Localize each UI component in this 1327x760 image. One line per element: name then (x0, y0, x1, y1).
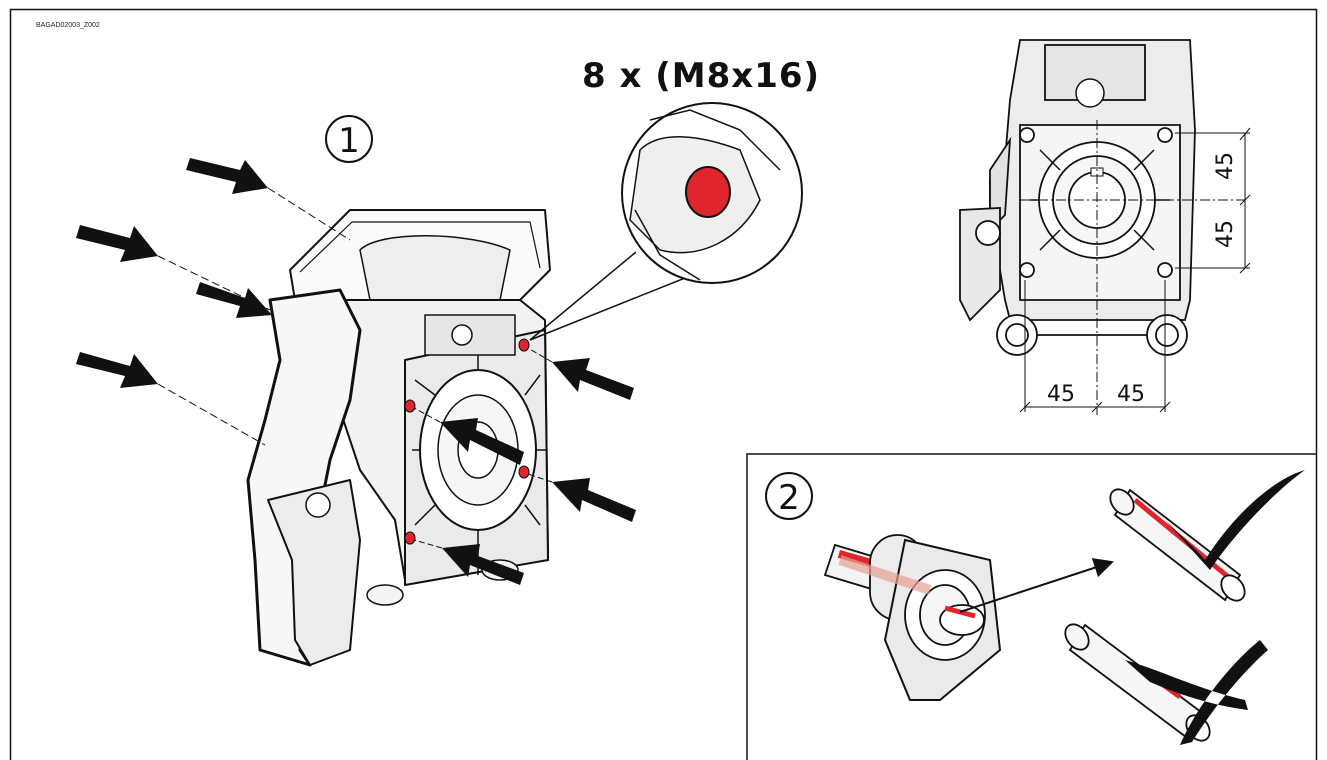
centre-lines (1020, 120, 1245, 415)
bolt-detail-callout (529, 102, 803, 341)
arrow-icon (196, 282, 272, 318)
bolt-hole-right-lower (518, 465, 530, 479)
arrow-icon (76, 352, 158, 388)
step-2-circle (765, 472, 813, 520)
shaft-hub-illustration (823, 534, 1002, 701)
step-2-number: 2 (778, 478, 800, 518)
arrow-icon (186, 158, 268, 194)
arrow-icon (442, 544, 524, 585)
cross-icon (1125, 640, 1268, 745)
checkmark-icon (1165, 470, 1305, 570)
gfa-logo (1075, 78, 1105, 108)
drawing-reference: BAGAD02003_Z002 (36, 22, 100, 29)
arrow-icon (552, 358, 634, 400)
bolt-hole-left-upper (404, 399, 416, 413)
flange-dimension-view (959, 39, 1196, 356)
bolt-arrows-left (76, 158, 351, 446)
bolt-hole-markers (404, 338, 530, 545)
bolt-hole-detail (685, 166, 731, 218)
dimension-vertical-upper: 45 (1213, 152, 1238, 180)
arrow-icon (440, 418, 524, 465)
arrow-icon (76, 225, 158, 262)
outer-border (9, 8, 1318, 760)
step-1-number: 1 (338, 121, 360, 161)
dimension-vertical-lower: 45 (1213, 220, 1238, 248)
step-1-circle (325, 115, 373, 163)
arrow-icon (552, 478, 636, 522)
bolt-arrows-right (413, 347, 636, 585)
dimension-lines (1019, 127, 1251, 413)
dimension-horizontal-left: 45 (1047, 382, 1075, 407)
gearbox-illustration (246, 209, 551, 667)
dimension-horizontal-right: 45 (1117, 382, 1145, 407)
bolt-hole-top-right (518, 338, 530, 352)
bolt-spec-label: 8 x (M8x16) (582, 56, 821, 96)
compare-arrow (959, 558, 1114, 613)
bolt-hole-left-lower (404, 531, 416, 545)
step-2-box (746, 453, 1316, 760)
